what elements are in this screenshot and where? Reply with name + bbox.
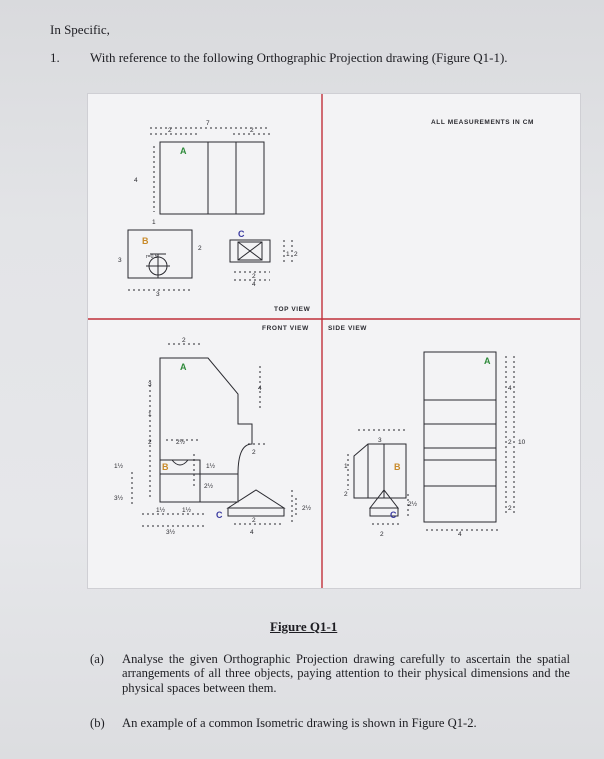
dim-2half-c: 2½	[302, 504, 312, 512]
label-side-view: SIDE VIEW	[328, 325, 367, 332]
dim-1half-c: 1½	[156, 506, 166, 514]
dim-1-c: 1	[148, 411, 152, 418]
top-view-object-a	[159, 141, 265, 215]
front-view-object-a	[159, 357, 253, 503]
orthographic-drawing: A B C A B C A B C 7 2 2 4 1 3 r=0.5 2 2 …	[88, 94, 580, 588]
top-view-object-b	[127, 229, 193, 279]
part-a-label: (a)	[90, 652, 104, 666]
figure-caption: Figure Q1-1	[270, 619, 338, 634]
dim-1half-d: 1½	[182, 506, 192, 514]
dim-2-j: 2	[344, 491, 348, 498]
dim-2-e: 2	[294, 251, 298, 258]
dim-2half-d: 2½	[408, 500, 418, 508]
dim-4-d: 4	[250, 529, 254, 536]
label-top-view: TOP VIEW	[274, 306, 311, 313]
dim-4-b: 4	[252, 281, 256, 288]
dim-4-c: 4	[258, 385, 262, 392]
dim-1-a: 1	[152, 219, 156, 226]
dim-3-a: 3	[118, 257, 122, 264]
dim-3-c: 3	[148, 381, 152, 388]
side-view-object-b	[353, 443, 407, 499]
dim-3-b: 3	[156, 291, 160, 298]
dim-4-f: 4	[508, 385, 512, 392]
dim-2-g: 2	[148, 439, 152, 446]
dim-3-d: 3	[378, 437, 382, 444]
dim-2half-b: 2½	[204, 482, 214, 490]
front-view-object-c	[226, 489, 286, 509]
dim-10: 10	[518, 439, 526, 446]
question-number: 1.	[50, 50, 60, 65]
label-a-front: A	[180, 362, 187, 372]
dim-2-h: 2	[252, 449, 256, 456]
label-c-front: C	[216, 510, 223, 520]
label-c-top: C	[238, 229, 245, 239]
dim-2-b: 2	[250, 127, 254, 134]
dim-2-a: 2	[168, 127, 172, 134]
dim-1half-a: 1½	[114, 462, 124, 470]
label-b-top: B	[142, 236, 149, 246]
dim-7: 7	[206, 120, 210, 127]
label-a-side: A	[484, 356, 491, 366]
label-b-front: B	[162, 462, 169, 472]
dim-2-f: 2	[182, 337, 186, 344]
dim-2-m: 2	[508, 505, 512, 512]
dim-2-c: 2	[198, 245, 202, 252]
front-view-object-b	[159, 459, 201, 475]
dim-4-a: 4	[134, 177, 138, 184]
label-b-side: B	[394, 462, 401, 472]
dim-4-e: 4	[458, 531, 462, 538]
part-a-text: Analyse the given Orthographic Projectio…	[122, 652, 570, 695]
label-c-side: C	[390, 510, 397, 520]
dim-1-b: 1	[286, 251, 290, 258]
dim-3half-b: 3½	[166, 528, 176, 536]
dim-2-d: 2	[252, 273, 256, 280]
label-front-view: FRONT VIEW	[262, 325, 309, 332]
dim-2-k: 2	[380, 531, 384, 538]
intro-text: In Specific,	[50, 22, 110, 37]
part-b-text: An example of a common Isometric drawing…	[122, 716, 477, 730]
orthographic-figure: A B C A B C A B C 7 2 2 4 1 3 r=0.5 2 2 …	[88, 94, 580, 588]
note-measurements: ALL MEASUREMENTS IN CM	[431, 119, 534, 126]
top-view-object-c	[229, 239, 271, 263]
dim-2-l: 2	[508, 439, 512, 446]
dim-2half-a: 2½	[176, 438, 186, 446]
side-view-object-a	[423, 351, 497, 523]
label-a-top: A	[180, 146, 187, 156]
dim-1-d: 1	[344, 463, 348, 470]
question-text: With reference to the following Orthogra…	[90, 50, 508, 65]
dim-2-i: 2	[252, 517, 256, 524]
part-b-label: (b)	[90, 716, 105, 730]
dim-3half-a: 3½	[114, 494, 124, 502]
dim-1half-b: 1½	[206, 462, 216, 470]
dim-radius: r=0.5	[146, 254, 158, 260]
